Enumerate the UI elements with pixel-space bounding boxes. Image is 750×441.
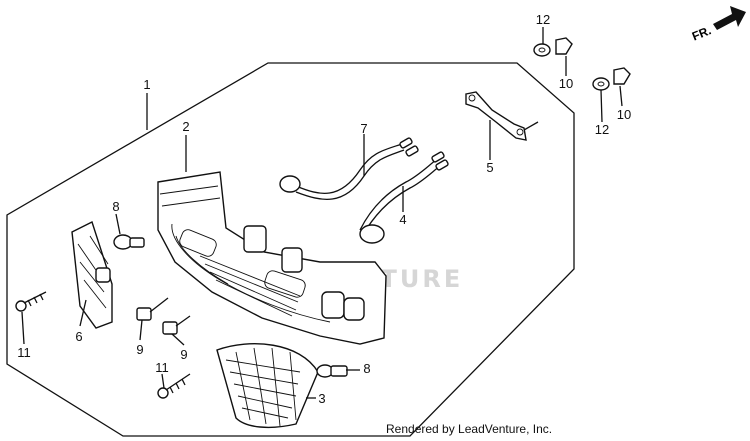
bolt-lower — [162, 315, 191, 335]
leader-lines — [21, 27, 623, 399]
credit-text: Rendered by LeadVenture, Inc. — [386, 422, 553, 436]
side-marker-lens — [71, 221, 113, 329]
bulb-upper — [113, 234, 145, 250]
callout-2: 2 — [182, 119, 189, 134]
callout-9-right: 9 — [180, 347, 187, 362]
callout-12-lower: 12 — [595, 122, 609, 137]
callout-5: 5 — [486, 160, 493, 175]
callout-1: 1 — [143, 77, 150, 92]
callout-labels: 1 2 3 4 5 6 7 8 8 9 9 10 10 11 11 12 12 — [17, 12, 631, 406]
callout-4: 4 — [399, 212, 406, 227]
callout-10-lower: 10 — [617, 107, 631, 122]
screw-lower — [157, 373, 191, 399]
washer-nut-set-upper — [533, 37, 573, 57]
bulb-lower — [316, 364, 348, 378]
wire-harness — [279, 137, 449, 244]
front-arrow-icon — [713, 6, 746, 30]
washer-nut-set-lower — [592, 67, 631, 91]
callout-10-upper: 10 — [559, 76, 573, 91]
front-direction-indicator: FR. — [690, 6, 746, 43]
mounting-bracket — [465, 91, 539, 141]
callout-3: 3 — [318, 391, 325, 406]
taillight-housing — [157, 171, 387, 345]
callout-9-left: 9 — [136, 342, 143, 357]
screw-upper — [15, 291, 47, 312]
front-label: FR. — [690, 23, 713, 43]
callout-11-bottom: 11 — [155, 360, 169, 375]
callout-7: 7 — [360, 121, 367, 136]
callout-11-left: 11 — [17, 345, 31, 360]
callout-8-upper: 8 — [112, 199, 119, 214]
callout-8-lower: 8 — [363, 361, 370, 376]
taillight-lens — [216, 343, 319, 429]
callout-6: 6 — [75, 329, 82, 344]
callout-12-upper: 12 — [536, 12, 550, 27]
assembly-boundary — [6, 62, 575, 437]
bolt-upper — [136, 297, 169, 321]
